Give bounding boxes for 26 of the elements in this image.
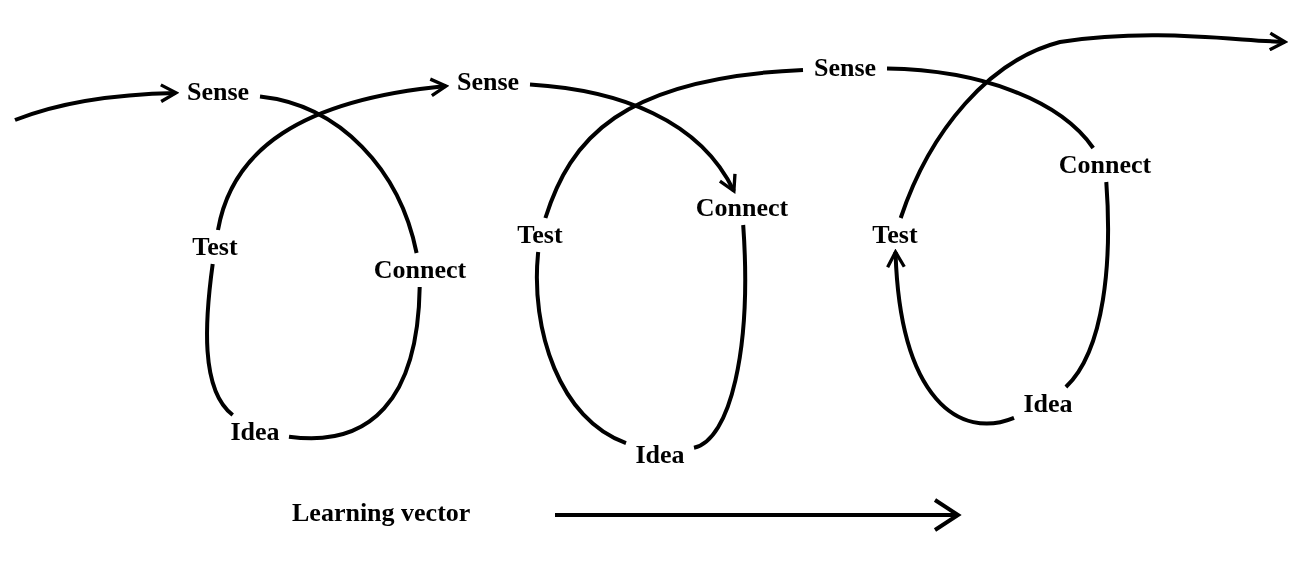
arrow <box>898 31 1287 219</box>
arrow <box>529 82 736 193</box>
stage-label: Sense <box>813 54 877 82</box>
loop-line <box>288 286 422 441</box>
loop-line <box>205 263 235 417</box>
stage-label: Test <box>872 221 918 249</box>
arrow <box>216 77 448 231</box>
stage-label: Connect <box>373 256 467 284</box>
stage-label: Test <box>517 221 563 249</box>
stage-label: Sense <box>456 68 520 96</box>
learning-vector-label: Learning vector <box>292 498 471 528</box>
stage-label: Idea <box>635 441 685 469</box>
loop-line <box>534 251 627 445</box>
arrow <box>886 250 1015 426</box>
loop-line <box>543 67 804 219</box>
stage-label: Sense <box>186 78 250 106</box>
loop-line <box>259 94 419 254</box>
loop-line <box>693 224 748 450</box>
stage-label: Test <box>192 233 238 261</box>
stage-label: Idea <box>1023 390 1073 418</box>
stage-label: Connect <box>1058 151 1152 179</box>
loop-line <box>1064 181 1110 389</box>
arrow <box>14 83 178 122</box>
loop-line <box>886 66 1095 150</box>
stage-label: Idea <box>230 418 280 446</box>
stage-label: Connect <box>695 194 789 222</box>
